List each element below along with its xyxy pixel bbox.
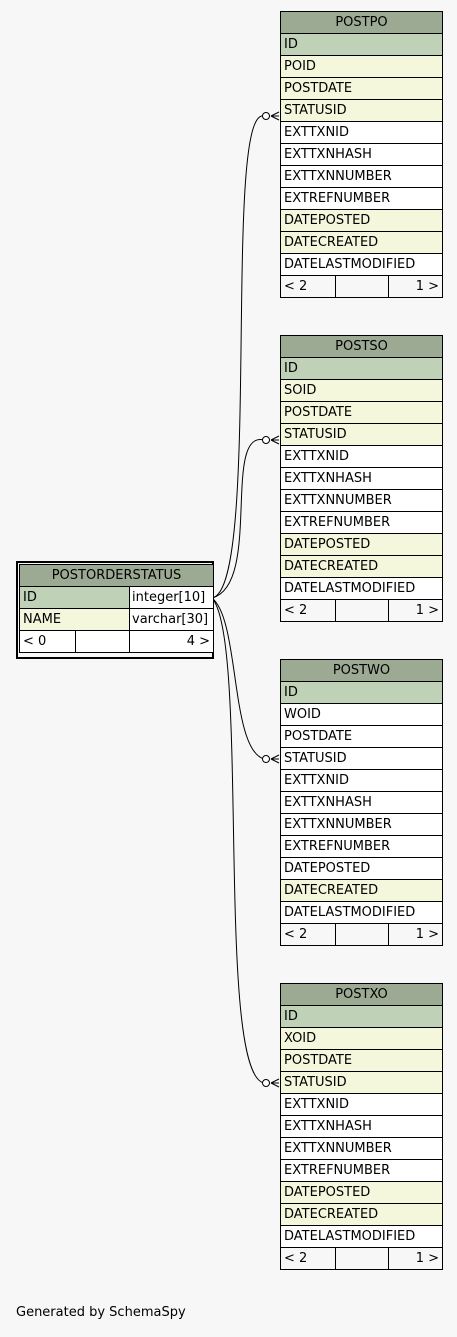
- footer-spacer: [75, 630, 130, 653]
- column-postdate[interactable]: POSTDATE: [280, 77, 443, 100]
- column-type: varchar[30]: [128, 608, 215, 631]
- column-extrefnumber[interactable]: EXTREFNUMBER: [280, 1159, 443, 1182]
- column-datecreated[interactable]: DATECREATED: [280, 231, 443, 254]
- table-title[interactable]: POSTORDERSTATUS: [18, 564, 215, 587]
- column-id[interactable]: ID: [280, 681, 443, 704]
- column-id[interactable]: ID: [280, 33, 443, 56]
- footer-spacer: [335, 599, 389, 622]
- column-exttxnhash[interactable]: EXTTXNHASH: [280, 791, 443, 814]
- column-exttxnid[interactable]: EXTTXNID: [280, 121, 443, 144]
- crows-foot-icon: [270, 1078, 280, 1088]
- crows-foot-icon: [270, 754, 280, 764]
- children-count[interactable]: 1 >: [387, 599, 444, 622]
- column-statusid[interactable]: STATUSID: [279, 423, 444, 446]
- children-count[interactable]: 1 >: [388, 1247, 443, 1270]
- column-extrefnumber[interactable]: EXTREFNUMBER: [280, 187, 443, 210]
- table-title[interactable]: POSTXO: [280, 983, 443, 1006]
- column-exttxnid[interactable]: EXTTXNID: [280, 1093, 443, 1116]
- column-dateposted[interactable]: DATEPOSTED: [280, 1181, 443, 1204]
- children-count[interactable]: 4 >: [128, 630, 215, 653]
- column-statusid[interactable]: STATUSID: [280, 747, 443, 770]
- footer-spacer: [335, 923, 389, 946]
- column-exttxnhash[interactable]: EXTTXNHASH: [279, 467, 444, 490]
- column-extrefnumber[interactable]: EXTREFNUMBER: [279, 511, 444, 534]
- footer-spacer: [335, 275, 389, 298]
- table-title[interactable]: POSTSO: [279, 335, 444, 358]
- parents-count[interactable]: < 2: [280, 923, 336, 946]
- table-title[interactable]: POSTWO: [280, 659, 443, 682]
- crows-foot-icon: [270, 111, 280, 121]
- column-poid[interactable]: POID: [280, 55, 443, 78]
- parents-count[interactable]: < 2: [280, 1247, 336, 1270]
- optional-marker-icon: [262, 112, 270, 120]
- column-postdate[interactable]: POSTDATE: [279, 401, 444, 424]
- column-name[interactable]: ID: [19, 586, 130, 609]
- optional-marker-icon: [262, 436, 270, 444]
- column-extrefnumber[interactable]: EXTREFNUMBER: [280, 835, 443, 858]
- column-dateposted[interactable]: DATEPOSTED: [279, 533, 444, 556]
- parents-count[interactable]: < 2: [280, 275, 336, 298]
- generated-by-text: Generated by SchemaSpy: [16, 1305, 186, 1320]
- column-exttxnhash[interactable]: EXTTXNHASH: [280, 1115, 443, 1138]
- column-exttxnnumber[interactable]: EXTTXNNUMBER: [280, 813, 443, 836]
- table-title[interactable]: POSTPO: [280, 11, 443, 34]
- column-woid[interactable]: WOID: [280, 703, 443, 726]
- column-datecreated[interactable]: DATECREATED: [279, 555, 444, 578]
- column-datelastmodified[interactable]: DATELASTMODIFIED: [279, 577, 444, 600]
- relationship-line-postpo: [211, 115, 270, 599]
- column-exttxnid[interactable]: EXTTXNID: [280, 769, 443, 792]
- crows-foot-icon: [270, 435, 280, 445]
- column-statusid[interactable]: STATUSID: [280, 99, 443, 122]
- column-name[interactable]: NAME: [19, 608, 130, 631]
- column-datelastmodified[interactable]: DATELASTMODIFIED: [280, 253, 443, 276]
- parents-count[interactable]: < 0: [19, 630, 76, 653]
- column-exttxnnumber[interactable]: EXTTXNNUMBER: [279, 489, 444, 512]
- footer-spacer: [335, 1247, 389, 1270]
- relationship-line-postso: [211, 439, 270, 599]
- column-id[interactable]: ID: [279, 357, 444, 380]
- optional-marker-icon: [262, 1079, 270, 1087]
- column-soid[interactable]: SOID: [279, 379, 444, 402]
- column-id[interactable]: ID: [280, 1005, 443, 1028]
- column-dateposted[interactable]: DATEPOSTED: [280, 209, 443, 232]
- column-statusid[interactable]: STATUSID: [280, 1071, 443, 1094]
- children-count[interactable]: 1 >: [388, 923, 443, 946]
- column-datelastmodified[interactable]: DATELASTMODIFIED: [280, 1225, 443, 1248]
- column-postdate[interactable]: POSTDATE: [280, 725, 443, 748]
- column-postdate[interactable]: POSTDATE: [280, 1049, 443, 1072]
- column-datecreated[interactable]: DATECREATED: [280, 1203, 443, 1226]
- relationship-line-postxo: [211, 597, 270, 1084]
- column-exttxnnumber[interactable]: EXTTXNNUMBER: [280, 1137, 443, 1160]
- column-exttxnnumber[interactable]: EXTTXNNUMBER: [280, 165, 443, 188]
- column-type: integer[10]: [128, 586, 215, 609]
- column-datecreated[interactable]: DATECREATED: [280, 879, 443, 902]
- optional-marker-icon: [262, 755, 270, 763]
- children-count[interactable]: 1 >: [388, 275, 443, 298]
- column-xoid[interactable]: XOID: [280, 1027, 443, 1050]
- column-datelastmodified[interactable]: DATELASTMODIFIED: [280, 901, 443, 924]
- column-dateposted[interactable]: DATEPOSTED: [280, 857, 443, 880]
- parents-count[interactable]: < 2: [280, 599, 336, 622]
- column-exttxnid[interactable]: EXTTXNID: [279, 445, 444, 468]
- table-postorderstatus[interactable]: POSTORDERSTATUS ID integer[10] NAME varc…: [18, 564, 215, 653]
- column-exttxnhash[interactable]: EXTTXNHASH: [280, 143, 443, 166]
- relationship-line-postwo: [211, 597, 270, 760]
